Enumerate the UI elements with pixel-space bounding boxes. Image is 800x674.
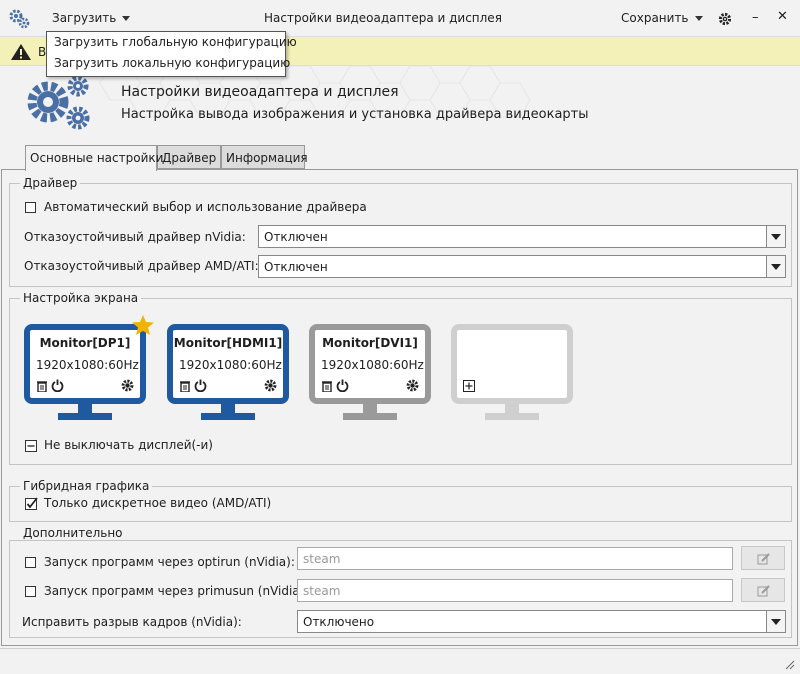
monitor-resolution: 1920x1080:60Hz — [321, 358, 424, 372]
primusun-label: Запуск программ через primusun (nVidia): — [44, 584, 309, 598]
monitor-resolution: 1920x1080:60Hz — [36, 358, 139, 372]
add-icon[interactable] — [463, 380, 475, 392]
chevron-down-icon[interactable] — [766, 226, 785, 247]
primusun-edit-button[interactable] — [741, 578, 785, 602]
auto-driver-label: Автоматический выбор и использование дра… — [44, 200, 367, 214]
keep-display-on-checkbox[interactable] — [25, 440, 37, 452]
minimize-button[interactable]: – — [752, 10, 759, 25]
close-button[interactable]: ✕ — [777, 9, 788, 24]
tab-content-panel: Драйвер Автоматический выбор и использов… — [1, 169, 798, 646]
extra-legend: Дополнительно — [20, 526, 126, 540]
tearing-value: Отключено — [303, 615, 375, 629]
gear-icon[interactable] — [121, 379, 134, 392]
title-bar: Загрузить Настройки видеоадаптера и дисп… — [0, 0, 800, 36]
driver-legend: Драйвер — [20, 176, 81, 190]
monitor-name: Monitor[HDMI1] — [173, 336, 283, 350]
hybrid-legend: Гибридная графика — [20, 479, 153, 493]
optirun-input[interactable]: steam — [297, 547, 733, 570]
trash-icon[interactable] — [321, 380, 333, 392]
app-gear-icon — [9, 9, 30, 29]
primusun-placeholder: steam — [303, 584, 341, 598]
chevron-down-icon — [122, 16, 131, 21]
power-icon[interactable] — [194, 379, 207, 392]
star-icon — [132, 315, 154, 335]
menu-item-load-local[interactable]: Загрузить локальную конфигурацию — [54, 56, 291, 70]
power-icon[interactable] — [336, 379, 349, 392]
gear-icon[interactable] — [406, 379, 419, 392]
screen-group — [9, 298, 792, 465]
chevron-down-icon[interactable] — [766, 256, 785, 277]
nvidia-driver-select[interactable]: Отключен — [258, 225, 786, 248]
optirun-checkbox[interactable] — [25, 557, 36, 568]
primusun-input[interactable]: steam — [297, 579, 733, 602]
tab-main-settings[interactable]: Основные настройки — [25, 145, 163, 171]
monitor-add[interactable] — [451, 324, 573, 424]
nvidia-driver-label: Отказоустойчивый драйвер nVidia: — [24, 230, 246, 244]
monitor-hdmi1[interactable]: Monitor[HDMI1] 1920x1080:60Hz — [167, 324, 289, 424]
settings-gear-icon[interactable] — [718, 12, 732, 26]
window-title: Настройки видеоадаптера и дисплея — [264, 11, 502, 25]
monitor-name: Monitor[DP1] — [39, 336, 131, 350]
tab-info[interactable]: Информация — [221, 145, 308, 169]
warning-text: В — [38, 45, 47, 59]
chevron-down-icon — [694, 16, 703, 21]
discrete-only-checkbox[interactable] — [25, 497, 38, 510]
edit-icon — [757, 585, 770, 597]
power-icon[interactable] — [51, 379, 64, 392]
resize-grip-icon[interactable] — [784, 659, 795, 670]
header-subtitle: Настройка вывода изображения и установка… — [121, 107, 589, 122]
optirun-edit-button[interactable] — [741, 546, 785, 570]
save-label: Сохранить — [621, 11, 689, 25]
load-menu-button[interactable]: Загрузить — [52, 11, 131, 25]
gear-icon[interactable] — [264, 379, 277, 392]
driver-group — [9, 183, 792, 287]
extra-group — [9, 540, 792, 638]
save-menu-button[interactable]: Сохранить — [621, 11, 703, 25]
status-bar — [0, 648, 800, 674]
hexagon-pattern — [99, 66, 531, 118]
load-label: Загрузить — [52, 11, 117, 25]
keep-display-on-label: Не выключать дисплей(-и) — [44, 438, 213, 452]
edit-icon — [757, 553, 770, 565]
nvidia-driver-value: Отключен — [264, 230, 328, 244]
discrete-only-label: Только дискретное видео (AMD/ATI) — [44, 496, 272, 510]
auto-driver-checkbox[interactable] — [25, 202, 36, 213]
monitor-name: Monitor[DVI1] — [322, 336, 418, 350]
optirun-label: Запуск программ через optirun (nVidia): — [44, 555, 295, 569]
monitor-dp1[interactable]: Monitor[DP1] 1920x1080:60Hz — [24, 315, 154, 424]
chevron-down-icon[interactable] — [766, 611, 785, 632]
monitor-resolution: 1920x1080:60Hz — [179, 358, 282, 372]
primusun-checkbox[interactable] — [25, 586, 36, 597]
amd-driver-label: Отказоустойчивый драйвер AMD/ATI: — [24, 259, 259, 273]
monitor-dvi1[interactable]: Monitor[DVI1] 1920x1080:60Hz — [309, 324, 431, 424]
menu-item-load-global[interactable]: Загрузить глобальную конфигурацию — [54, 35, 297, 49]
optirun-placeholder: steam — [303, 552, 341, 566]
header-title: Настройки видеоадаптера и дисплея — [121, 84, 399, 100]
trash-icon[interactable] — [179, 380, 191, 392]
trash-icon[interactable] — [36, 380, 48, 392]
gears-logo-icon — [27, 75, 90, 130]
tearing-label: Исправить разрыв кадров (nVidia): — [22, 615, 242, 629]
amd-driver-select[interactable]: Отключен — [258, 255, 786, 278]
amd-driver-value: Отключен — [264, 260, 328, 274]
tearing-select[interactable]: Отключено — [297, 610, 786, 633]
load-dropdown-menu: Загрузить глобальную конфигурацию Загруз… — [46, 31, 297, 77]
tab-driver[interactable]: Драйвер — [157, 145, 221, 169]
hybrid-group — [9, 486, 792, 522]
warning-icon — [11, 44, 31, 60]
screen-legend: Настройка экрана — [20, 291, 142, 305]
